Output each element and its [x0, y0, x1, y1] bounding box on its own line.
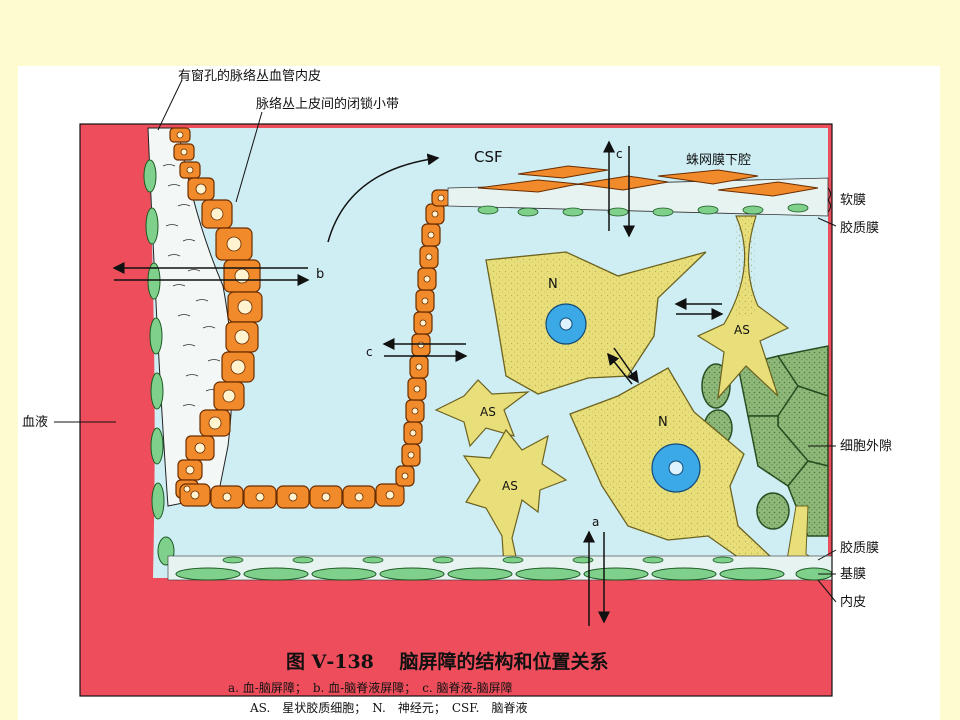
- label-basement-membrane: 基膜: [840, 567, 866, 582]
- caption-line3: AS. 星状胶质细胞； N. 神经元； CSF. 脑脊液: [249, 700, 528, 715]
- label-neuron-top: N: [548, 277, 558, 292]
- label-endothelium: 内皮: [840, 594, 866, 610]
- blood-brain-barrier-diagram: 有窗孔的脉络丛血管内皮 脉络丛上皮间的闭锁小带 CSF 蛛网膜下腔 软膜 胶质膜…: [22, 68, 892, 715]
- label-extracellular-space: 细胞外隙: [840, 439, 892, 454]
- caption-line2: a. 血-脑屏障； b. 血-脑脊液屏障； c. 脑脊液-脑屏障: [228, 680, 513, 695]
- glial-membrane-top: [477, 203, 809, 217]
- label-blood: 血液: [22, 415, 48, 430]
- label-subarachnoid: 蛛网膜下腔: [686, 153, 751, 168]
- label-astrocyte-lower: AS: [502, 479, 518, 493]
- label-pia: 软膜: [840, 193, 866, 208]
- leader-lines: [54, 79, 837, 603]
- label-arrow-a: a: [592, 515, 599, 529]
- astrocyte-lower: [462, 428, 568, 567]
- transport-arrows: [112, 140, 724, 626]
- pia-cells: [477, 165, 819, 197]
- label-tight-junction: 脉络丛上皮间的闭锁小带: [256, 96, 399, 112]
- caption-title: 图 Ⅴ-138 脑屏障的结构和位置关系: [286, 650, 609, 673]
- label-arrow-c-top: c: [616, 147, 623, 161]
- label-astrocyte-middle: AS: [480, 405, 496, 419]
- label-neuron-bottom: N: [658, 415, 668, 430]
- label-astrocyte-top-right: AS: [734, 323, 750, 337]
- label-csf: CSF: [474, 148, 503, 166]
- label-arrow-b: b: [316, 267, 324, 282]
- label-arrow-c-left: c: [366, 345, 373, 359]
- label-fenestrated-endothelium: 有窗孔的脉络丛血管内皮: [178, 68, 321, 84]
- figure-panel: 有窗孔的脉络丛血管内皮 脉络丛上皮间的闭锁小带 CSF 蛛网膜下腔 软膜 胶质膜…: [18, 66, 940, 720]
- bottom-endothelium: [175, 567, 833, 581]
- diagram-frame: [79, 123, 833, 697]
- label-glial-membrane-bottom: 胶质膜: [840, 540, 879, 556]
- label-glial-membrane-top: 胶质膜: [840, 220, 879, 236]
- astrocyte-middle: [434, 379, 530, 448]
